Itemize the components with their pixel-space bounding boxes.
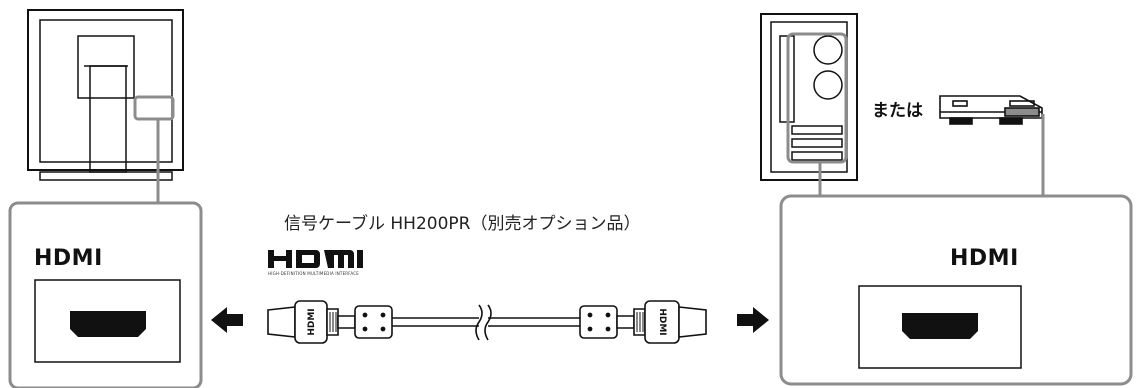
monitor-illustration [27, 9, 184, 181]
arrow-left-icon [211, 307, 243, 333]
right-port-label: HDMI [950, 246, 1019, 271]
arrow-right-icon [737, 307, 769, 333]
cable-label: 信号ケーブル HH200PR（別売オプション品） [284, 214, 641, 234]
av-player-illustration [939, 95, 1043, 125]
right-hdmi-port-icon [902, 313, 978, 339]
svg-text:HDMI: HDMI [307, 308, 317, 335]
plug-hdmi-text-icon: HDMI HDMI [307, 308, 667, 335]
or-label: または [872, 101, 923, 121]
hdmi-logo-subtext: HIGH-DEFINITION MULTIMEDIA INTERFACE [268, 271, 360, 276]
hdmi-logo-icon [268, 250, 363, 268]
left-port-label: HDMI [34, 246, 103, 271]
svg-text:HDMI: HDMI [657, 308, 667, 335]
left-hdmi-port-icon [70, 311, 146, 337]
hdmi-cable-illustration [267, 300, 707, 344]
pc-tower-illustration [760, 13, 858, 181]
